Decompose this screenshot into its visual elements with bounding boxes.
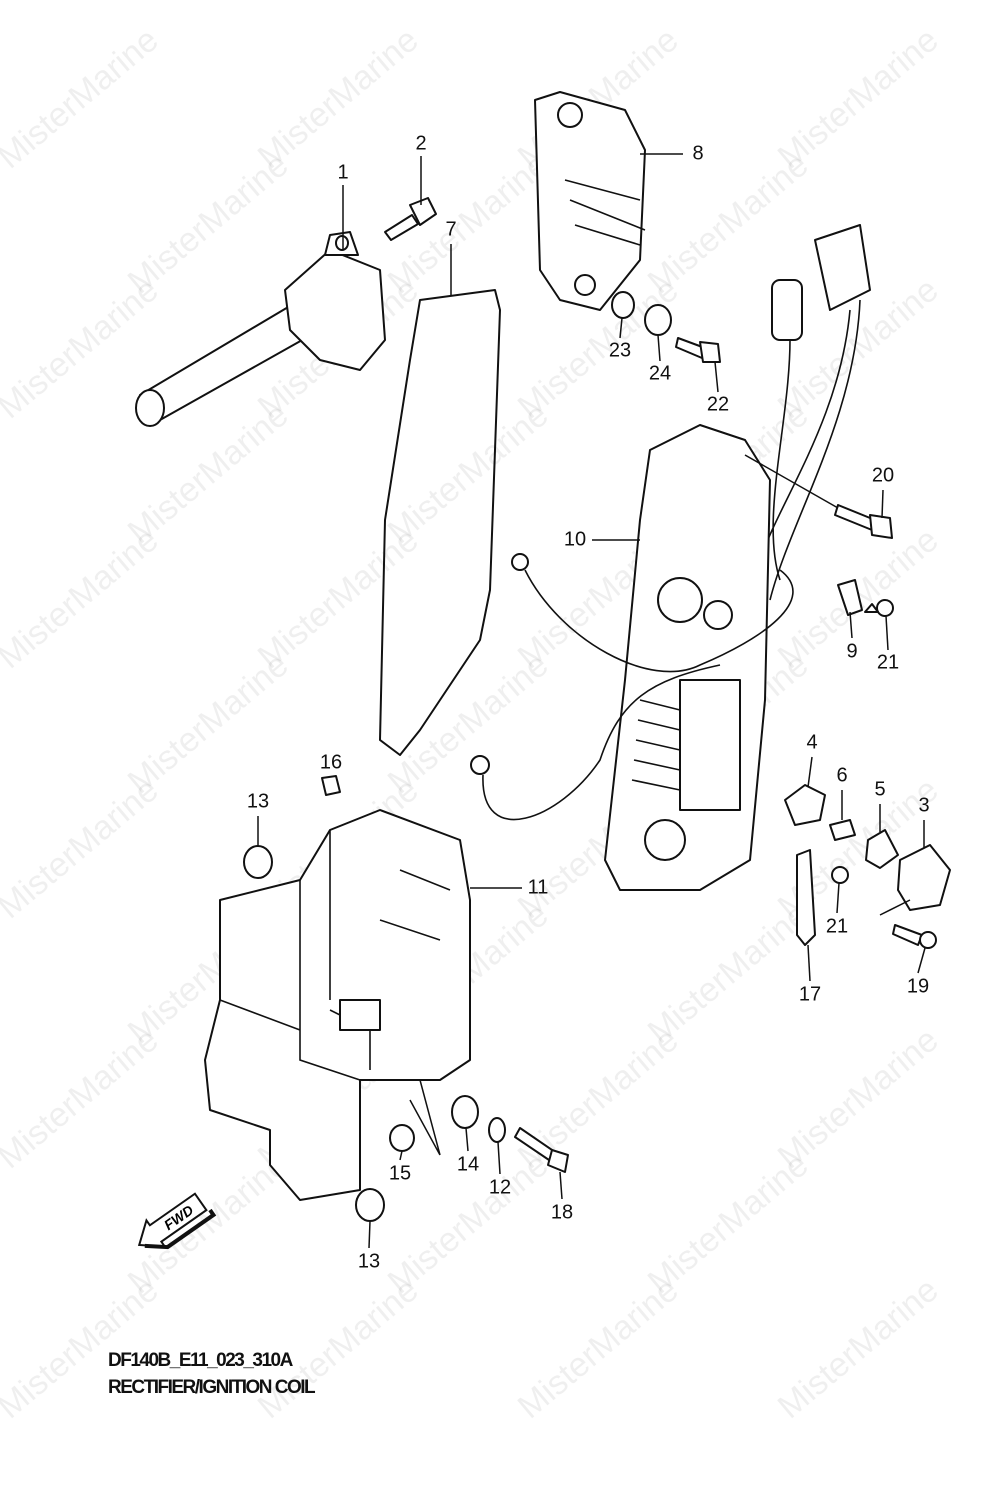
callout-2[interactable]: 2 (415, 132, 426, 154)
watermark-text: MisterMarine (0, 771, 166, 926)
part-collar-23[interactable] (611, 291, 635, 319)
callout-15[interactable]: 15 (389, 1162, 411, 1184)
callout-8[interactable]: 8 (692, 142, 703, 164)
part-gasket[interactable] (379, 289, 501, 756)
part-clip-9[interactable] (837, 579, 863, 616)
part-rectifier-frame[interactable] (604, 424, 771, 891)
watermark-text: MisterMarine (0, 1271, 166, 1426)
callout-10[interactable]: 10 (564, 528, 586, 550)
part-bolt-18[interactable] (514, 1127, 569, 1173)
part-case-11[interactable] (204, 809, 471, 1201)
part-ignition-coil[interactable] (135, 231, 386, 427)
callout-13b[interactable]: 13 (358, 1250, 380, 1272)
part-bracket-8[interactable] (534, 91, 646, 311)
part-gasket-4[interactable] (784, 784, 826, 826)
part-grommet-13b[interactable] (355, 1188, 385, 1222)
callout-16[interactable]: 16 (320, 751, 342, 773)
part-strap-17[interactable] (796, 849, 816, 946)
part-screw-21b[interactable] (831, 866, 849, 884)
fwd-arrow-icon: FWD (137, 1192, 217, 1250)
diagram-title: RECTIFIER/IGNITION COIL (108, 1377, 316, 1398)
part-grommet-24[interactable] (644, 304, 672, 336)
part-spacer-5[interactable] (865, 829, 899, 869)
watermark-text: MisterMarine (0, 521, 166, 676)
part-bolt-20[interactable] (834, 504, 893, 539)
callout-1[interactable]: 1 (337, 161, 348, 183)
callout-7[interactable]: 7 (445, 218, 456, 240)
part-screw-19[interactable] (892, 924, 937, 949)
part-screw-21[interactable] (864, 599, 894, 617)
watermark-text: MisterMarine (0, 1021, 166, 1176)
part-bolt-6[interactable] (829, 819, 856, 841)
callout-18[interactable]: 18 (551, 1201, 573, 1223)
watermark-text: MisterMarine (771, 1271, 946, 1426)
callout-9[interactable]: 9 (846, 640, 857, 662)
part-grommet-14[interactable] (451, 1095, 479, 1129)
part-cap-16[interactable] (321, 775, 341, 796)
diagram-code: DF140B_E11_023_310A (108, 1350, 293, 1371)
callout-4[interactable]: 4 (806, 731, 817, 753)
callout-11[interactable]: 11 (528, 876, 549, 898)
callout-24[interactable]: 24 (649, 362, 671, 384)
callout-19[interactable]: 19 (907, 975, 929, 997)
part-bolt-2[interactable] (384, 197, 437, 241)
callout-17[interactable]: 17 (799, 983, 821, 1005)
part-washer-12[interactable] (488, 1117, 506, 1143)
part-ground-wires (470, 553, 794, 821)
callout-5[interactable]: 5 (874, 778, 885, 800)
callout-21b[interactable]: 21 (826, 915, 848, 937)
callout-22[interactable]: 22 (707, 393, 729, 415)
leader-lines (257, 153, 926, 1249)
callout-12[interactable]: 12 (489, 1176, 511, 1198)
part-bolt-22[interactable] (675, 337, 721, 363)
callout-23[interactable]: 23 (609, 339, 631, 361)
part-holder-3[interactable] (897, 844, 951, 911)
watermark-text: MisterMarine (511, 1271, 686, 1426)
callout-20[interactable]: 20 (872, 464, 894, 486)
part-grommet-13[interactable] (243, 845, 273, 879)
watermark-text: MisterMarine (0, 21, 166, 176)
part-collar-15[interactable] (389, 1124, 415, 1152)
watermark-text: MisterMarine (251, 1271, 426, 1426)
callout-3[interactable]: 3 (918, 794, 929, 816)
callout-21[interactable]: 21 (877, 651, 899, 673)
callout-6[interactable]: 6 (836, 764, 847, 786)
callout-13[interactable]: 13 (247, 790, 269, 812)
callout-numbers: 1 2 7 8 23 24 22 20 10 9 21 4 6 5 3 16 1… (247, 132, 930, 1272)
callout-14[interactable]: 14 (457, 1153, 479, 1175)
